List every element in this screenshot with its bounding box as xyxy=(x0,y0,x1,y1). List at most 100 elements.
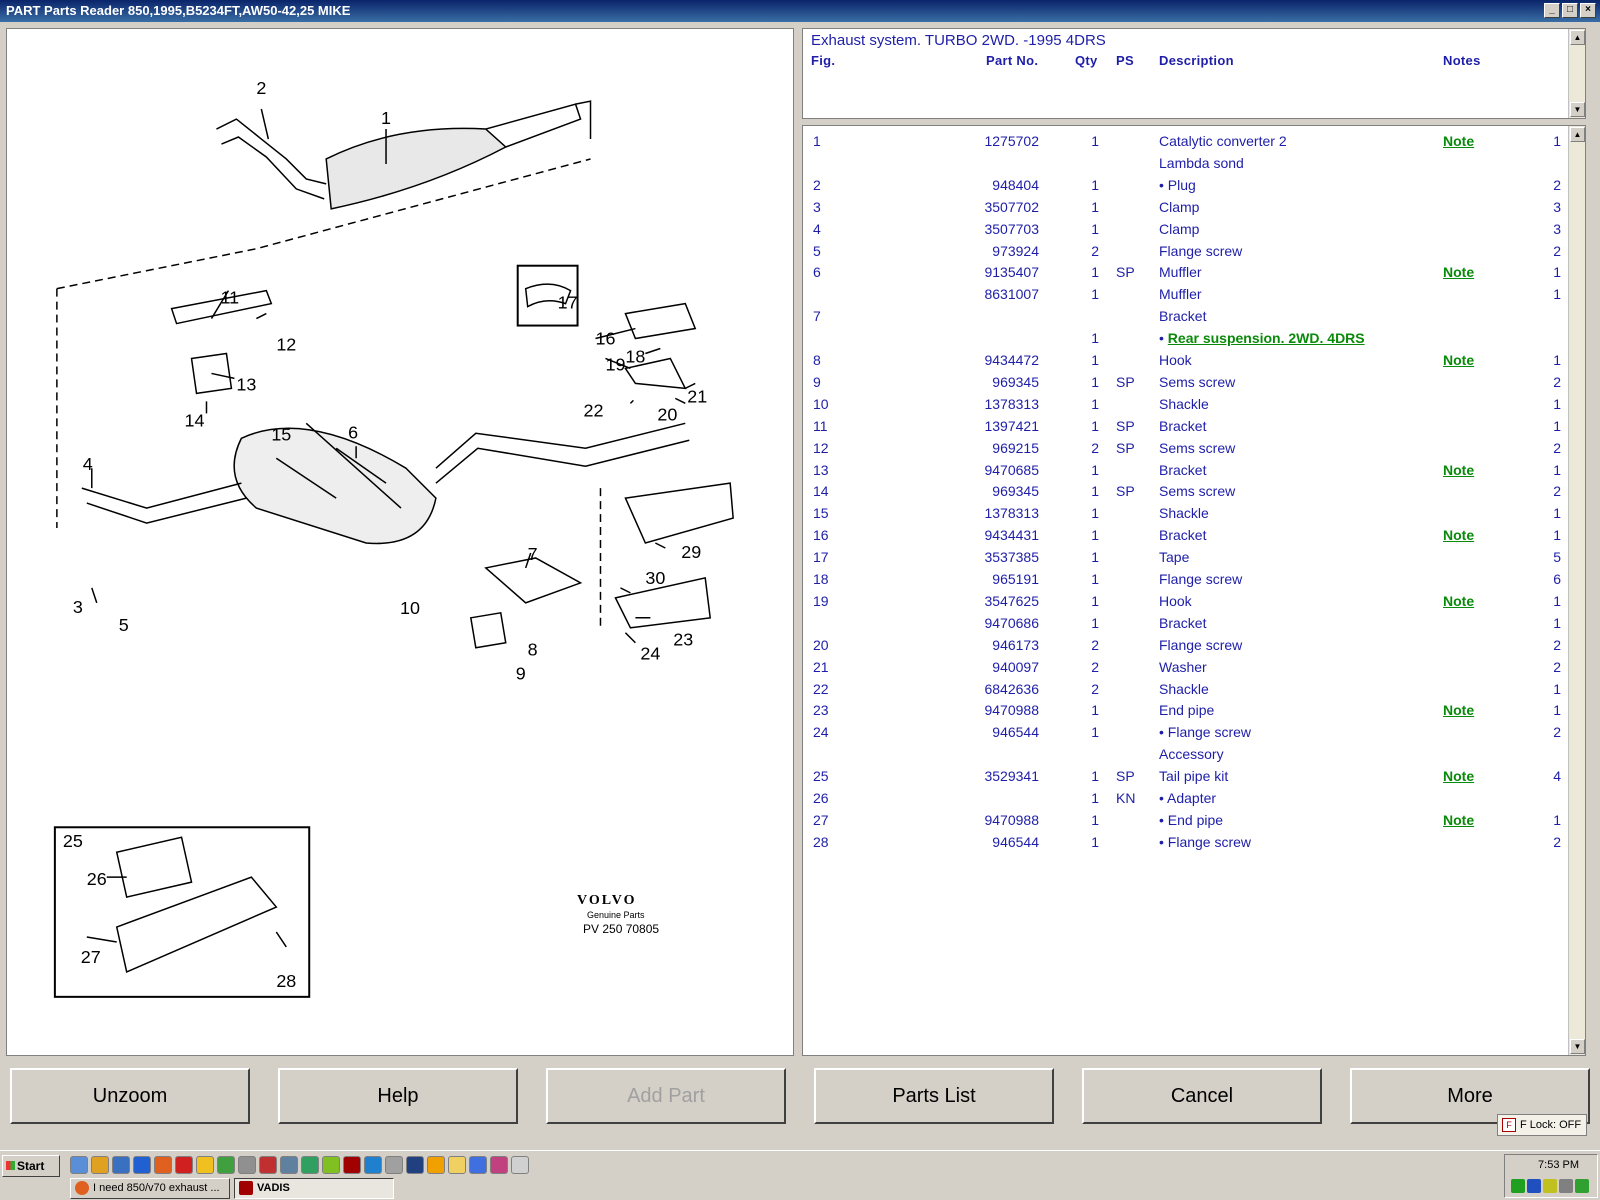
note-icon[interactable] xyxy=(427,1156,445,1174)
note-link[interactable]: Note xyxy=(1443,592,1475,609)
note-link[interactable]: Note xyxy=(1443,811,1475,828)
usb-icon[interactable] xyxy=(1559,1179,1573,1193)
chart-icon[interactable] xyxy=(280,1156,298,1174)
util-icon[interactable] xyxy=(364,1156,382,1174)
exhaust-diagram[interactable]: 1 2 3 4 5 6 7 8 9 10 11 12 13 14 15 16 1… xyxy=(7,29,793,1055)
start-button[interactable]: Start xyxy=(2,1155,60,1177)
show-desktop-icon[interactable] xyxy=(70,1156,88,1174)
app-icon[interactable] xyxy=(301,1156,319,1174)
scroll-down-arrow-icon[interactable]: ▼ xyxy=(1570,1039,1585,1054)
maximize-button[interactable]: □ xyxy=(1562,3,1578,18)
note-link[interactable]: Note xyxy=(1443,768,1475,785)
smiley-icon[interactable] xyxy=(196,1156,214,1174)
tool-icon[interactable] xyxy=(217,1156,235,1174)
unzoom-button[interactable]: Unzoom xyxy=(10,1068,250,1124)
close-button[interactable]: × xyxy=(1580,3,1596,18)
settings-icon[interactable] xyxy=(385,1156,403,1174)
volvo-icon[interactable] xyxy=(343,1156,361,1174)
scroll-up-arrow-icon[interactable]: ▲ xyxy=(1570,127,1585,142)
cell-part-no: 940097 xyxy=(992,658,1039,675)
system-tray: 7:53 PM xyxy=(1504,1154,1598,1198)
rear-suspension-link[interactable]: Rear suspension. 2WD. 4DRS xyxy=(1167,330,1365,347)
paint-icon[interactable] xyxy=(490,1156,508,1174)
volume-icon[interactable] xyxy=(1543,1179,1557,1193)
parts-list-button[interactable]: Parts List xyxy=(814,1068,1054,1124)
note-link[interactable]: Note xyxy=(1443,352,1475,368)
note-link[interactable]: Note xyxy=(1443,264,1475,281)
cell-fig: 26 xyxy=(813,790,829,806)
security-icon[interactable] xyxy=(1575,1179,1589,1193)
note-link[interactable]: Note xyxy=(1443,527,1475,544)
note-link[interactable]: Note xyxy=(1443,702,1475,719)
cancel-button[interactable]: Cancel xyxy=(1082,1068,1322,1124)
firefox-icon[interactable] xyxy=(154,1156,172,1174)
ie-icon[interactable] xyxy=(133,1156,151,1174)
opera-icon[interactable] xyxy=(175,1156,193,1174)
clock-icon[interactable] xyxy=(448,1156,466,1174)
folder-icon[interactable] xyxy=(91,1156,109,1174)
table-row[interactable]: 1• Rear suspension. 2WD. 4DRS xyxy=(803,327,1569,349)
terminal-icon[interactable] xyxy=(406,1156,424,1174)
scroll-down-arrow-icon[interactable]: ▼ xyxy=(1570,102,1585,117)
header-scrollbar[interactable]: ▲ ▼ xyxy=(1568,29,1585,118)
bluetooth-icon[interactable] xyxy=(1527,1179,1541,1193)
taskbar-item-firefox[interactable]: I need 850/v70 exhaust ... xyxy=(70,1178,230,1199)
calc-icon[interactable] xyxy=(511,1156,529,1174)
table-row[interactable]: Accessory xyxy=(803,743,1569,765)
network-icon[interactable] xyxy=(112,1156,130,1174)
note-link[interactable]: Note xyxy=(1443,461,1475,478)
cell-fig: 2 xyxy=(813,176,821,193)
media-icon[interactable] xyxy=(259,1156,277,1174)
exploded-diagram-panel[interactable]: 1 2 3 4 5 6 7 8 9 10 11 12 13 14 15 16 1… xyxy=(6,28,794,1056)
clock[interactable]: 7:53 PM xyxy=(1538,1159,1579,1171)
taskbar-item-vadis[interactable]: VADIS xyxy=(234,1178,394,1199)
list-scrollbar[interactable]: ▲ ▼ xyxy=(1568,126,1585,1055)
add-part-button[interactable]: Add Part xyxy=(546,1068,786,1124)
network-tray-icon[interactable] xyxy=(1511,1179,1525,1193)
note-link[interactable]: Note xyxy=(1443,133,1475,149)
cell-description: • Adapter xyxy=(1159,790,1217,806)
scroll-up-arrow-icon[interactable]: ▲ xyxy=(1570,30,1585,45)
help-button[interactable]: Help xyxy=(278,1068,518,1124)
globe-icon[interactable] xyxy=(469,1156,487,1174)
cell-fig: 1 xyxy=(813,133,821,149)
cell-fig: 3 xyxy=(813,198,821,215)
table-row[interactable]: Lambda sond xyxy=(803,152,1569,174)
minimize-button[interactable]: _ xyxy=(1544,3,1560,18)
title-bar: PART Parts Reader 850,1995,B5234FT,AW50-… xyxy=(0,0,1600,22)
taskbar: Start I need 850/v70 exhaust ... VADIS 7… xyxy=(0,1150,1600,1200)
leaf-icon[interactable] xyxy=(322,1156,340,1174)
printer-icon[interactable] xyxy=(238,1156,256,1174)
